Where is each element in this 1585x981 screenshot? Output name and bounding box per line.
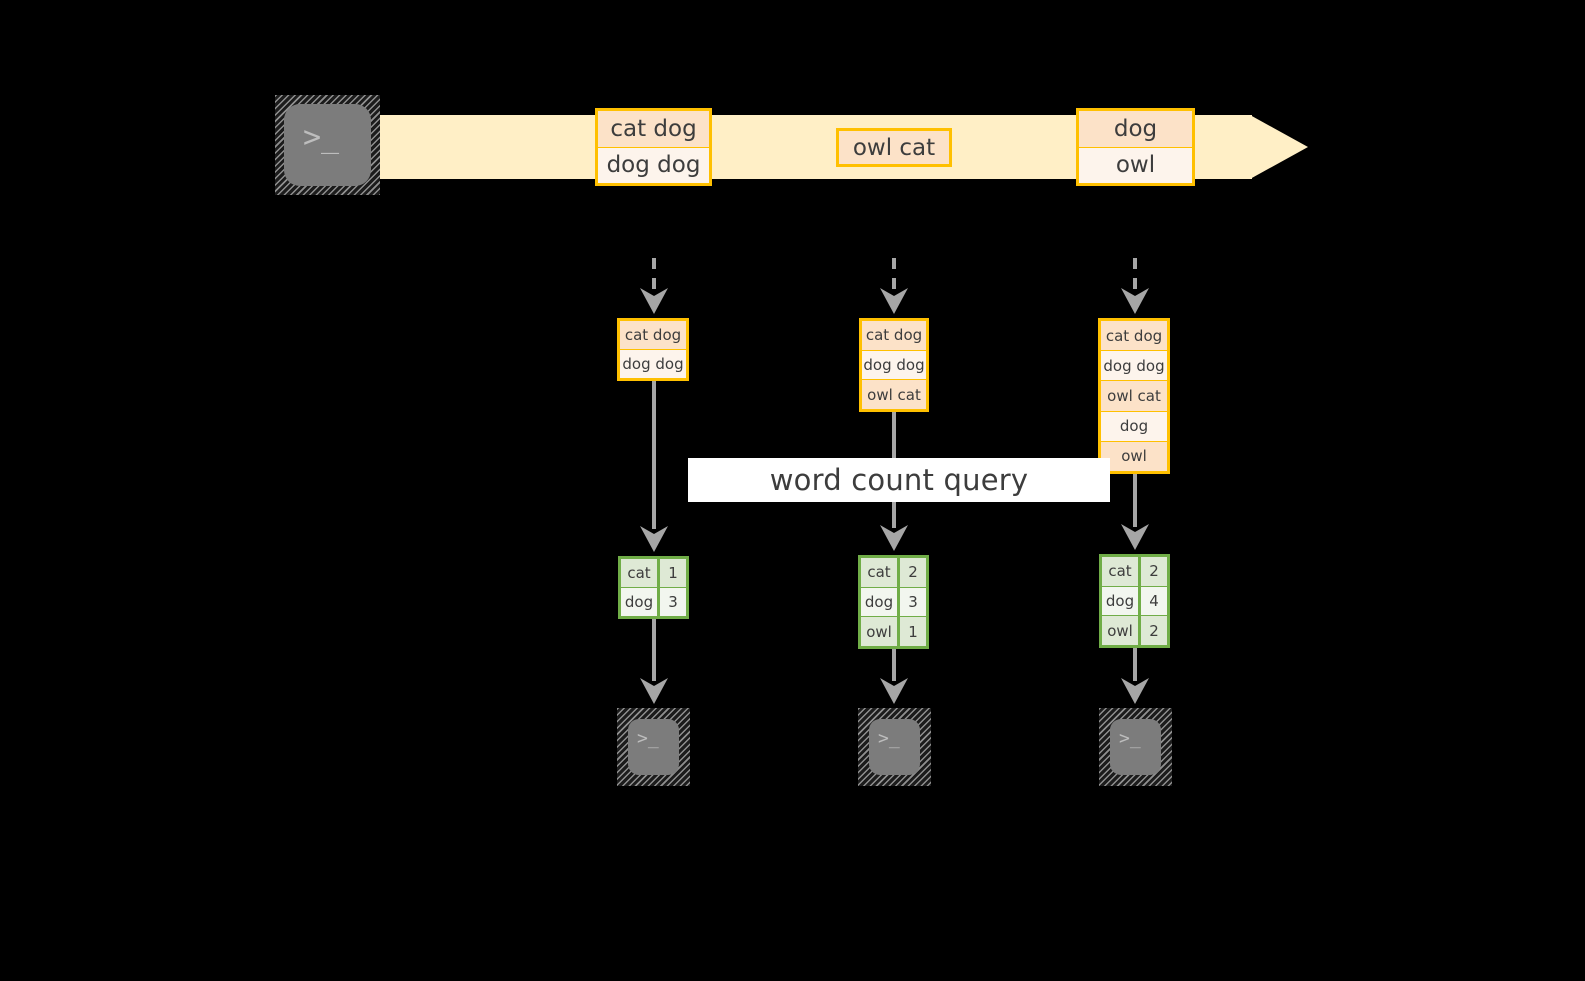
stream-record-line: owl cat <box>839 131 949 164</box>
buffer-line: dog dog <box>620 350 686 378</box>
sink-terminal-1-icon: >_ <box>617 708 690 786</box>
buffer-box-1: cat dog dog dog <box>617 318 689 381</box>
sink-terminal-prompt-glyph: >_ <box>1119 728 1141 749</box>
table-row: cat 2 <box>1102 557 1167 587</box>
result-count: 2 <box>1141 616 1167 646</box>
buffer-line: dog <box>1101 411 1167 442</box>
sink-arrow-2-icon <box>879 678 909 704</box>
buffer-line: cat dog <box>620 321 686 350</box>
result-table-3: cat 2 dog 4 owl 2 <box>1099 554 1170 648</box>
ingest-connector-3 <box>1133 258 1137 294</box>
source-terminal-icon: >_ <box>275 95 380 195</box>
stream-record-2: owl cat <box>836 128 952 167</box>
buffer-line: cat dog <box>1101 321 1167 352</box>
stream-record-1: cat dog dog dog <box>595 108 712 186</box>
ingest-arrow-1-icon <box>639 288 669 314</box>
result-count: 3 <box>900 587 926 617</box>
buffer-line: owl cat <box>1101 381 1167 412</box>
buffer-box-3: cat dog dog dog owl cat dog owl <box>1098 318 1170 474</box>
sink-arrow-1-icon <box>639 678 669 704</box>
buffer-box-2: cat dog dog dog owl cat <box>859 318 929 412</box>
source-terminal-screen <box>284 104 371 186</box>
sink-arrow-3-icon <box>1120 678 1150 704</box>
table-row: cat 1 <box>621 559 686 588</box>
result-table-2: cat 2 dog 3 owl 1 <box>858 555 929 649</box>
query-arrow-1-icon <box>639 526 669 552</box>
result-word: cat <box>621 559 660 587</box>
sink-connector-3 <box>1133 648 1137 681</box>
query-banner: word count query <box>688 458 1110 502</box>
buffer-line: dog dog <box>1101 351 1167 382</box>
sink-terminal-prompt-glyph: >_ <box>637 728 659 749</box>
result-table-1: cat 1 dog 3 <box>618 556 689 619</box>
result-word: dog <box>621 588 660 616</box>
result-count: 4 <box>1141 586 1167 616</box>
table-row: dog 4 <box>1102 586 1167 617</box>
stream-record-3: dog owl <box>1076 108 1195 186</box>
ingest-arrow-3-icon <box>1120 288 1150 314</box>
result-word: cat <box>861 558 900 587</box>
table-row: dog 3 <box>621 588 686 616</box>
buffer-line: owl <box>1101 441 1167 472</box>
buffer-line: owl cat <box>862 380 926 410</box>
sink-terminal-screen <box>869 719 920 775</box>
stream-arrowhead-icon <box>1250 115 1308 179</box>
ingest-arrow-2-icon <box>879 288 909 314</box>
result-word: owl <box>1102 616 1141 646</box>
result-count: 1 <box>660 559 686 587</box>
table-row: cat 2 <box>861 558 926 588</box>
stream-record-line: dog <box>1079 111 1192 148</box>
sink-terminal-3-icon: >_ <box>1099 708 1172 786</box>
result-count: 3 <box>660 588 686 616</box>
ingest-connector-2 <box>892 258 896 294</box>
query-banner-label: word count query <box>769 463 1029 497</box>
ingest-connector-1 <box>652 258 656 294</box>
table-row: owl 1 <box>861 617 926 647</box>
stream-record-line: cat dog <box>598 111 709 148</box>
buffer-line: cat dog <box>862 321 926 351</box>
sink-terminal-prompt-glyph: >_ <box>878 728 900 749</box>
stream-record-line: owl <box>1079 147 1192 183</box>
sink-terminal-screen <box>1110 719 1161 775</box>
stream-record-line: dog dog <box>598 147 709 183</box>
result-count: 2 <box>1141 557 1167 586</box>
sink-terminal-screen <box>628 719 679 775</box>
table-row: owl 2 <box>1102 616 1167 646</box>
query-arrow-2-icon <box>879 525 909 551</box>
result-word: owl <box>861 617 900 647</box>
result-word: dog <box>1102 586 1141 616</box>
result-word: cat <box>1102 557 1141 586</box>
sink-terminal-2-icon: >_ <box>858 708 931 786</box>
sink-connector-1 <box>652 619 656 681</box>
result-word: dog <box>861 587 900 617</box>
buffer-line: dog dog <box>862 350 926 381</box>
query-connector-3 <box>1133 474 1137 527</box>
source-terminal-prompt-glyph: >_ <box>303 120 340 155</box>
result-count: 2 <box>900 558 926 587</box>
table-row: dog 3 <box>861 587 926 618</box>
result-count: 1 <box>900 617 926 647</box>
query-connector-1 <box>652 381 656 529</box>
query-arrow-3-icon <box>1120 524 1150 550</box>
sink-connector-2 <box>892 649 896 681</box>
